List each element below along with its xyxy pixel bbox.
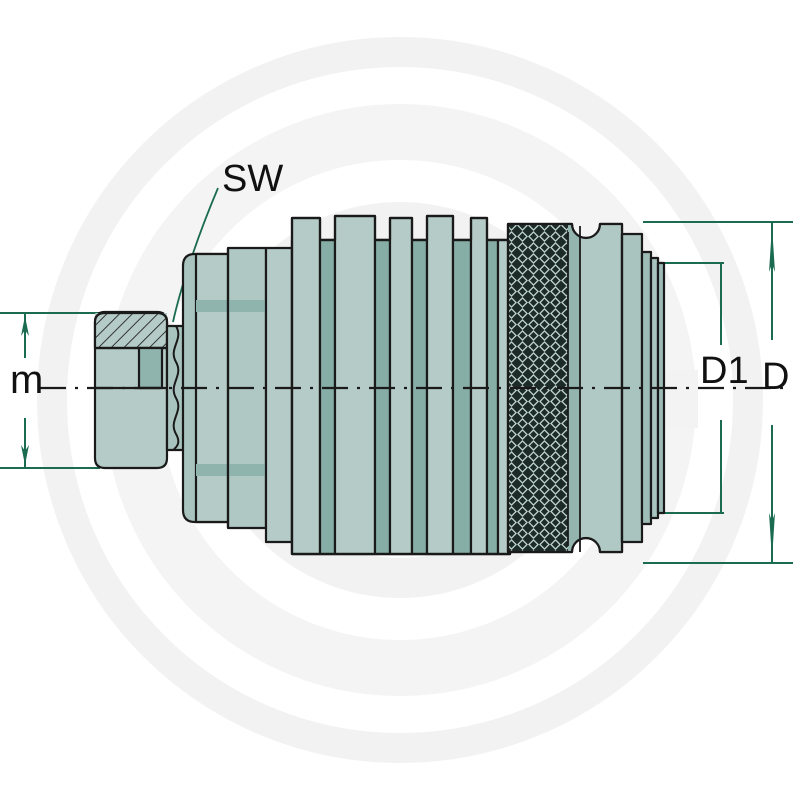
shoulder-step xyxy=(264,246,294,544)
label-sw: SW xyxy=(222,158,284,200)
hex-body xyxy=(181,246,268,530)
finned-body xyxy=(290,214,512,556)
label-d1: D1 xyxy=(700,350,749,392)
label-d: D xyxy=(762,356,790,398)
hex-nut xyxy=(93,310,169,470)
dimension-lines xyxy=(0,187,793,564)
label-m: m xyxy=(10,358,44,402)
coupling-body xyxy=(93,214,666,556)
